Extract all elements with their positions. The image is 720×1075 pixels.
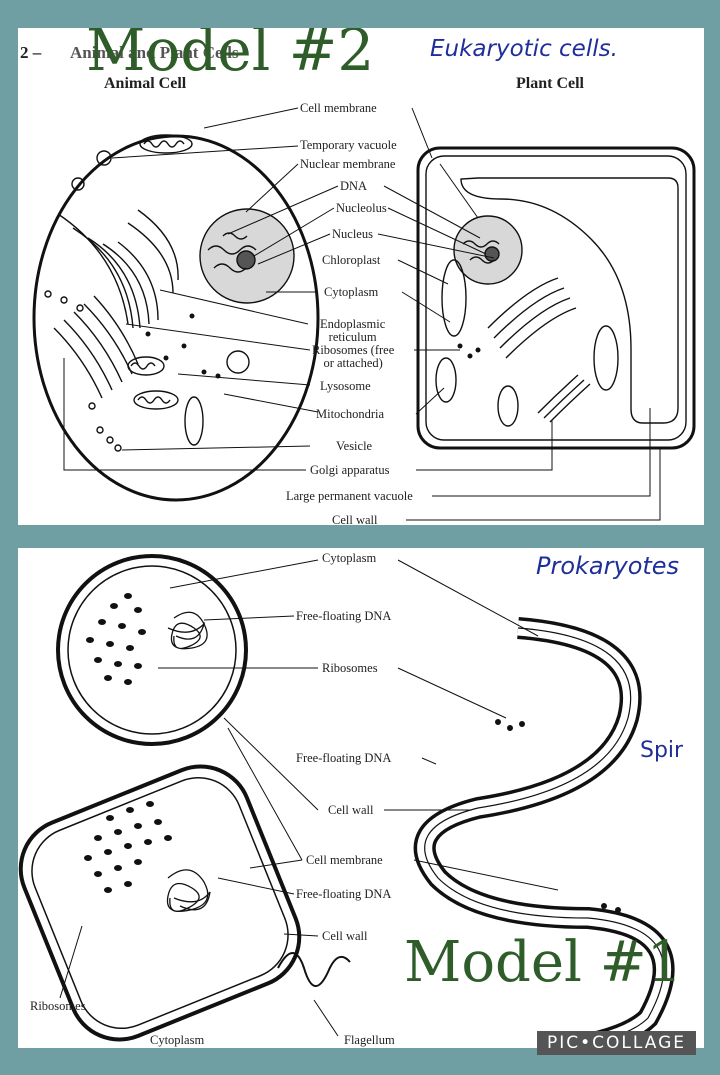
animal-cell-membrane <box>32 134 320 502</box>
label-ribosomes-bottom: Ribosomes <box>30 999 86 1013</box>
label-cell-membrane: Cell membrane <box>300 101 377 115</box>
label-cell-wall: Cell wall <box>332 513 378 525</box>
coccus-cell-wall <box>56 554 248 746</box>
label-chloroplast: Chloroplast <box>322 253 381 267</box>
large-vacuole <box>460 177 679 424</box>
label-cytoplasm-bottom: Cytoplasm <box>150 1033 205 1047</box>
label-cell-wall-rod: Cell wall <box>322 929 368 943</box>
label-vesicle: Vesicle <box>336 439 373 453</box>
bacillus-cell-wall <box>18 764 302 1042</box>
animal-cell-title: Animal Cell <box>104 75 187 92</box>
prokaryotic-cells-drawing <box>18 554 675 1048</box>
label-large-permanent-vacuole: Large permanent vacuole <box>286 489 413 503</box>
label-golgi-apparatus: Golgi apparatus <box>310 463 390 477</box>
label-nucleolus: Nucleolus <box>336 201 387 215</box>
label-ribosomes-top: Ribosomes <box>322 661 378 675</box>
eukaryotic-note: Eukaryotic cells. <box>430 36 618 62</box>
label-lysosome: Lysosome <box>320 379 371 393</box>
plant-cell-title: Plant Cell <box>516 75 584 92</box>
plant-cell-wall <box>416 146 696 450</box>
pic-collage-watermark: PIC•COLLAGE <box>537 1031 696 1055</box>
label-dna-rod-cell: Free-floating DNA <box>296 887 392 901</box>
label-nucleus: Nucleus <box>332 227 373 241</box>
model-1-title: Model #1 <box>404 930 683 995</box>
label-flagellum: Flagellum <box>344 1033 395 1047</box>
label-cytoplasm-top: Cytoplasm <box>322 551 377 565</box>
label-dna: DNA <box>340 179 368 193</box>
label-cell-membrane: Cell membrane <box>306 853 383 867</box>
label-cytoplasm: Cytoplasm <box>324 285 379 299</box>
prokaryotic-diagram-panel: Prokaryotes Spir Model #1 Cytoplasm Free… <box>18 548 704 1048</box>
prokaryotes-note: Prokaryotes <box>536 552 680 580</box>
header-number: 2 – <box>20 43 42 62</box>
label-dna-round-cell: Free-floating DNA <box>296 609 392 623</box>
model-2-title: Model #2 <box>86 28 375 84</box>
label-temporary-vacuole: Temporary vacuole <box>300 138 397 152</box>
header-text: Animal and Plant Cells <box>70 43 239 62</box>
label-mitochondria: Mitochondria <box>316 407 385 421</box>
spiral-note: Spir <box>640 738 684 763</box>
label-endoplasmic-reticulum: Endoplasmic reticulum <box>320 317 386 345</box>
label-nuclear-membrane: Nuclear membrane <box>300 157 396 171</box>
eukaryotic-cells-drawing <box>32 107 696 521</box>
label-ribosomes: Ribosomes (free or attached) <box>312 343 395 371</box>
eukaryotic-diagram-panel: 2 – Animal and Plant Cells Model #2 Euka… <box>18 28 704 525</box>
label-cell-wall-middle: Cell wall <box>328 803 374 817</box>
label-dna-spiral: Free-floating DNA <box>296 751 392 765</box>
